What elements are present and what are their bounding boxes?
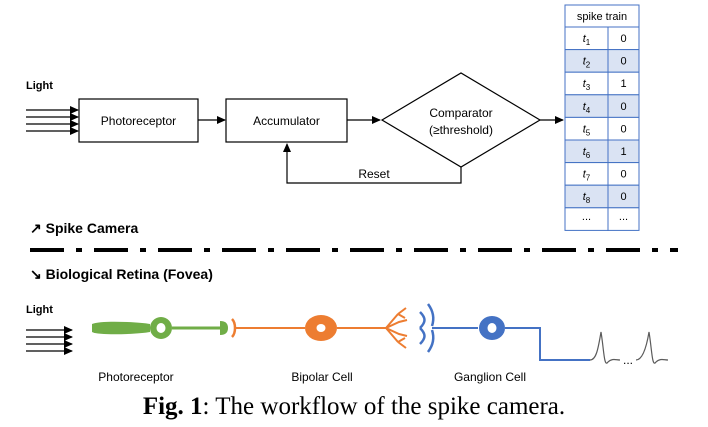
spike-train-value: 1 — [620, 146, 626, 158]
comparator-diamond — [380, 72, 542, 168]
figure-label: Fig. 1 — [142, 393, 203, 420]
light-arrows-top — [26, 106, 79, 135]
spike-train-time-label: t1 — [583, 33, 591, 47]
accumulator-label: Accumulator — [253, 114, 320, 128]
reset-feedback-line — [283, 143, 462, 184]
spike-train-value: 0 — [620, 123, 626, 135]
accumulator-box — [225, 98, 348, 143]
spike-train-value: 0 — [620, 56, 626, 68]
light-label-top: Light — [26, 80, 53, 92]
comparator-threshold-label: (≥threshold) — [429, 123, 493, 137]
spike-train-table: spike train t1 0 t2 0 t3 1 t4 0 t5 0 t6 1 t7 0 t8 0.....… — [564, 4, 640, 231]
reset-label: Reset — [358, 167, 390, 181]
spike-train-value: 0 — [620, 191, 626, 203]
light-label-bottom: Light — [26, 304, 53, 316]
spike-train-time-label: t2 — [583, 56, 591, 70]
output-spikes-icon — [589, 331, 669, 364]
spike-train-time-label: t3 — [583, 78, 591, 92]
figure-caption-text: : The workflow of the spike camera. — [202, 393, 566, 420]
ganglion-cell-icon — [419, 303, 590, 361]
retina-photoreceptor-label: Photoreceptor — [98, 370, 173, 384]
light-arrows-bottom — [26, 326, 73, 355]
spike-train-ellipsis: ... — [619, 211, 628, 223]
spike-camera-section-title: ↗ Spike Camera — [30, 220, 138, 236]
retina-section-title: ↘ Biological Retina (Fovea) — [30, 266, 213, 282]
photoreceptor-box — [78, 98, 199, 143]
spike-train-value: 0 — [620, 33, 626, 45]
bipolar-cell-icon — [231, 307, 408, 349]
spike-train-time-label: t5 — [583, 123, 591, 137]
comparator-label: Comparator — [429, 106, 492, 120]
figure-caption: Fig. 1: The workflow of the spike camera… — [0, 393, 708, 421]
spike-train-value: 1 — [620, 78, 626, 90]
bipolar-cell-label: Bipolar Cell — [291, 370, 352, 384]
spike-train-value: 0 — [620, 169, 626, 181]
photoreceptor-label: Photoreceptor — [101, 114, 176, 128]
spike-train-time-label: t8 — [583, 191, 591, 205]
spike-train-ellipsis: ... — [582, 211, 591, 223]
spike-train-header: spike train — [577, 11, 627, 23]
ganglion-cell-label: Ganglion Cell — [454, 370, 526, 384]
spike-train-value: 0 — [620, 101, 626, 113]
spike-train-value-cell — [607, 207, 640, 231]
spike-train-time-label: t7 — [583, 169, 591, 183]
spike-train-time-label: t6 — [583, 146, 591, 160]
spike-train-time-label: t4 — [583, 101, 591, 115]
spike-signal-ellipsis: ... — [623, 353, 633, 367]
photoreceptor-cell-icon — [92, 317, 228, 339]
